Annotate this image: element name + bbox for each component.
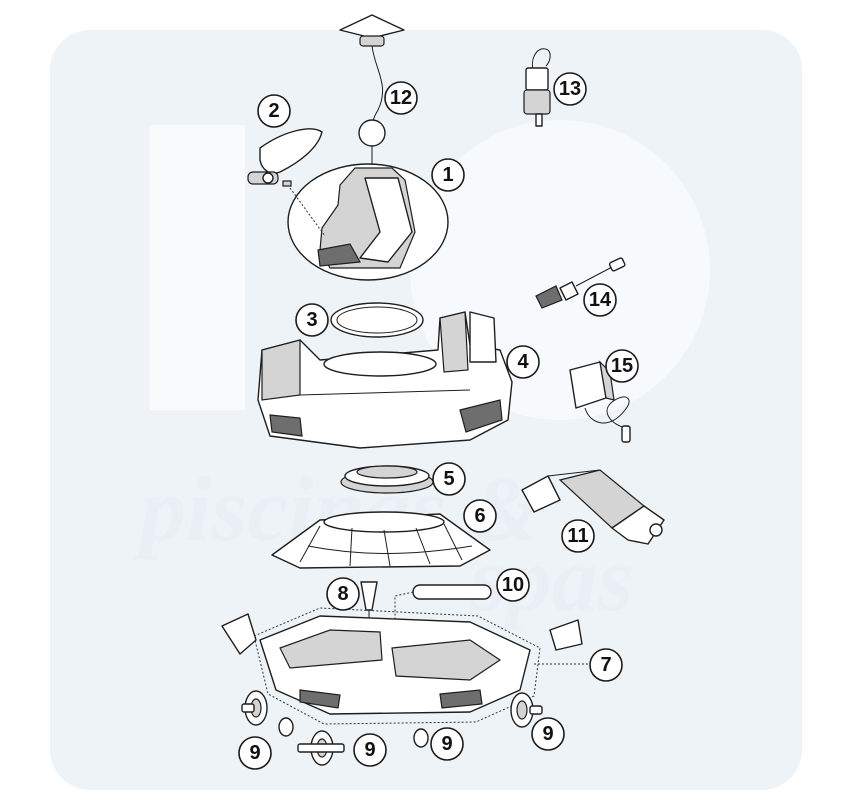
- callout-13-label: 13: [559, 78, 581, 100]
- callout-9-center-right-label: 9: [441, 733, 452, 755]
- callout-12-label: 12: [390, 87, 412, 109]
- part-2-flap: [247, 128, 323, 187]
- part-5-filter-disc: [340, 465, 434, 494]
- callout-4: 4: [506, 345, 540, 379]
- callout-6: 6: [463, 499, 497, 533]
- callout-7-label: 7: [600, 654, 611, 676]
- part-6-filter-basket: [271, 511, 491, 569]
- callout-6-label: 6: [474, 505, 485, 527]
- callout-3-label: 3: [306, 309, 317, 331]
- side-clips: [221, 613, 583, 655]
- part-9-wheels: [241, 690, 543, 766]
- part-12-float: [339, 14, 405, 172]
- callout-15: 15: [605, 349, 639, 383]
- callout-9-right-label: 9: [542, 723, 553, 745]
- callout-13: 13: [553, 72, 587, 106]
- callout-1: 1: [431, 158, 465, 192]
- part-13-connector: [523, 48, 551, 127]
- part-10-bar: [394, 584, 492, 640]
- callout-10-label: 10: [502, 574, 524, 596]
- callout-9-center-right: 9: [430, 727, 464, 761]
- callout-11-label: 11: [567, 525, 588, 547]
- callout-8: 8: [326, 577, 360, 611]
- callout-9-center-left: 9: [353, 733, 387, 767]
- callout-10: 10: [496, 568, 530, 602]
- part-3-o-ring: [330, 302, 424, 338]
- callout-4-label: 4: [517, 351, 529, 373]
- callout-5-label: 5: [443, 468, 454, 490]
- callout-14-label: 14: [589, 289, 612, 311]
- callout-9-left: 9: [238, 736, 272, 770]
- watermark-line2: spas: [469, 528, 634, 630]
- callout-7: 7: [589, 648, 623, 682]
- part-15-power-supply: [569, 360, 631, 443]
- part-14-charger-lead: [535, 257, 626, 309]
- callout-5: 5: [432, 462, 466, 496]
- callout-1-label: 1: [442, 164, 453, 186]
- callout-9-right: 9: [531, 717, 565, 751]
- callout-3: 3: [295, 303, 329, 337]
- callout-14: 14: [583, 283, 617, 317]
- part-7-chassis: [253, 607, 588, 725]
- callout-15-label: 15: [611, 355, 633, 377]
- callout-2-label: 2: [268, 100, 279, 122]
- callout-11: 11: [561, 519, 595, 553]
- callout-8-label: 8: [337, 583, 348, 605]
- callout-2: 2: [257, 94, 291, 128]
- callout-12: 12: [384, 81, 418, 115]
- callout-9-center-left-label: 9: [364, 739, 375, 761]
- part-11-brush-holder: [521, 469, 665, 545]
- part-4-top-housing: [257, 311, 513, 449]
- callout-9-left-label: 9: [249, 742, 260, 764]
- part-1-motor-unit: [287, 163, 449, 281]
